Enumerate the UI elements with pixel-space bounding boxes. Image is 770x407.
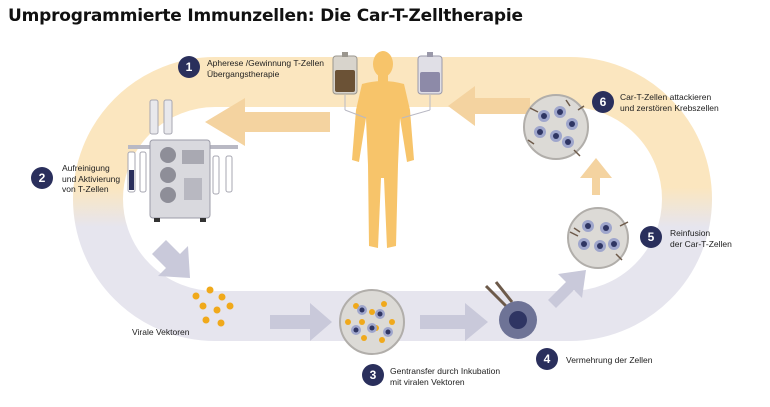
step-3-line-2: mit viralen Vektoren: [390, 376, 465, 387]
step-6-line-1: Car-T-Zellen attackieren: [620, 92, 712, 102]
step-2-text: Aufreinigung und Aktivierung von T-Zelle…: [62, 163, 120, 195]
step-5-text: Reinfusion der Car-T-Zellen: [670, 228, 732, 249]
step-5-line-2: der Car-T-Zellen: [670, 238, 732, 249]
step-3-badge: 3: [362, 364, 384, 386]
page-title: Umprogrammierte Immunzellen: Die Car-T-Z…: [8, 6, 523, 26]
step-6-badge: 6: [592, 91, 614, 113]
viral-vectors-dots: [192, 286, 234, 327]
arrow-top-left: [205, 98, 330, 146]
step-2-badge: 2: [31, 167, 53, 189]
step-1-line-1: Apherese /Gewinnung T-Zellen: [207, 58, 325, 68]
step-2-line-3: von T-Zellen: [62, 184, 109, 194]
step-6-line-2: und zerstören Krebszellen: [620, 102, 719, 113]
step-2-line-1: Aufreinigung: [62, 163, 110, 173]
car-t-cell-single: [484, 281, 537, 339]
step-1-badge: 1: [178, 56, 200, 78]
petri-dish-attack: [523, 94, 589, 160]
arrow-top-right: [448, 86, 530, 126]
step-4-text: Vermehrung der Zellen: [566, 355, 652, 366]
step-6-text: Car-T-Zellen attackieren und zerstören K…: [620, 92, 719, 113]
iv-bag-left: [332, 52, 367, 119]
arrow-right-up: [580, 158, 612, 195]
step-5-badge: 5: [640, 226, 662, 248]
step-3-text: Gentransfer durch Inkubation mit viralen…: [390, 366, 500, 387]
step-1-line-2: Übergangstherapie: [207, 68, 280, 79]
apheresis-machine: [127, 99, 238, 222]
iv-bag-right: [401, 52, 443, 119]
human-figure: [352, 51, 414, 248]
step-4-badge: 4: [536, 348, 558, 370]
arrow-bottom-right-up: [548, 270, 586, 308]
arrow-bottom-1: [270, 303, 332, 341]
step-5-line-1: Reinfusion: [670, 228, 711, 238]
petri-dish-reinfusion: [567, 207, 629, 269]
petri-dish-transfer: [339, 289, 405, 355]
step-2-line-2: und Aktivierung: [62, 173, 121, 184]
arrow-bottom-2: [420, 303, 488, 341]
arrow-left-down: [152, 240, 190, 278]
step-1-text: Apherese /Gewinnung T-Zellen Übergangsth…: [207, 58, 324, 79]
viral-vectors-label: Virale Vektoren: [132, 327, 190, 337]
step-3-line-1: Gentransfer durch Inkubation: [390, 366, 501, 376]
step-4-line-1: Vermehrung der Zellen: [566, 355, 653, 365]
